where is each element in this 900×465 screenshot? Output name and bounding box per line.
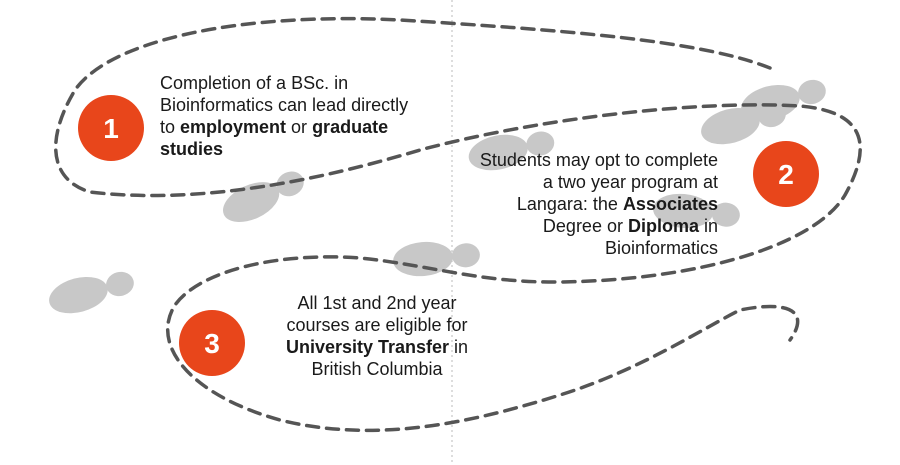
step-1-badge: 1 [78,95,144,161]
step-1-number: 1 [103,113,119,144]
text-span: Degree or [542,216,628,236]
text-span: Bioinformatics can lead directly [160,95,409,115]
description-line: to employment or graduate [160,116,408,138]
step-3-number: 3 [204,328,220,359]
footprint-icon [391,237,482,279]
emphasis-text: University Transfer [285,337,450,357]
dashed-pathway [53,16,862,433]
text-span: Langara: the [516,194,623,214]
text-span: British Columbia [311,359,443,379]
emphasis-text: Associates [622,194,718,214]
emphasis-text: employment [180,117,287,137]
text-span: or [286,117,313,137]
text-span: in [449,337,469,357]
text-span: Bioinformatics [604,238,718,258]
text-span: Students may opt to complete [479,150,718,170]
description-line: Langara: the Associates [480,193,718,215]
text-span: to [160,117,181,137]
description-line: Completion of a BSc. in [160,72,408,94]
step-2-number: 2 [778,159,794,190]
text-span: Completion of a BSc. in [160,73,349,93]
description-line: Bioinformatics can lead directly [160,94,408,116]
text-span: in [698,216,718,236]
text-span: a two year program at [542,172,718,192]
emphasis-text: graduate [312,117,389,137]
description-line: Students may opt to complete [480,149,718,171]
description-line: Degree or Diploma in [480,215,718,237]
footprint-icon [216,162,310,231]
step-3-badge: 3 [179,310,245,376]
footprint-icon [45,263,138,320]
description-line: a two year program at [480,171,718,193]
description-line: All 1st and 2nd year [262,292,492,314]
description-line: Bioinformatics [480,237,718,259]
text-span: courses are eligible for [286,315,468,335]
description-line: courses are eligible for [262,314,492,336]
description-line: University Transfer in [262,336,492,358]
description-line: British Columbia [262,358,492,380]
emphasis-text: studies [160,139,224,159]
emphasis-text: Diploma [627,216,699,236]
step-2-badge: 2 [753,141,819,207]
text-span: All 1st and 2nd year [297,293,457,313]
description-line: studies [160,138,408,160]
